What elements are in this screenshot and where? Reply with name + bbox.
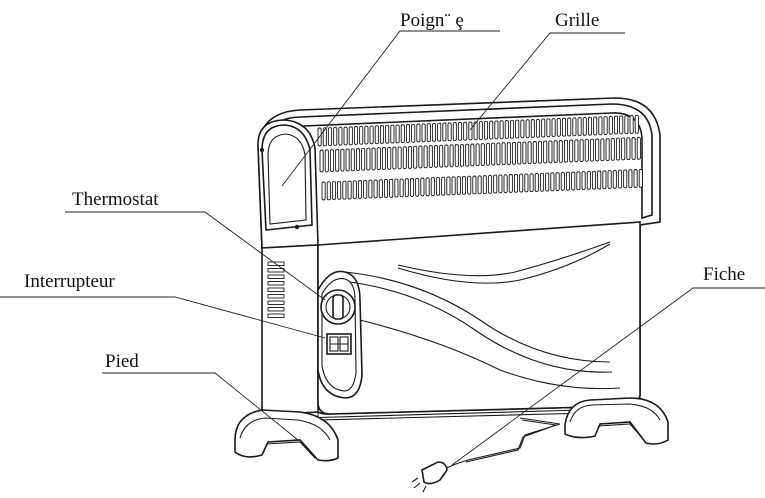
- decorative-waves: [344, 241, 621, 390]
- power-cord: [439, 417, 561, 473]
- handle: [260, 124, 313, 231]
- left-foot: [234, 409, 339, 462]
- power-switch: [326, 333, 352, 355]
- label-thermostat: Thermostat: [72, 189, 159, 210]
- grille: [317, 114, 643, 201]
- side-vents: [267, 261, 285, 318]
- label-plug: Fiche: [703, 264, 746, 285]
- thermostat-knob: [320, 289, 356, 325]
- label-handle: Poign¨ ȩ: [400, 10, 464, 31]
- right-foot: [564, 397, 669, 445]
- label-foot: Pied: [105, 351, 139, 372]
- label-switch: Interrupteur: [24, 271, 115, 292]
- label-grille: Grille: [555, 10, 600, 31]
- leader-lines: [0, 30, 765, 466]
- plug: [411, 461, 448, 493]
